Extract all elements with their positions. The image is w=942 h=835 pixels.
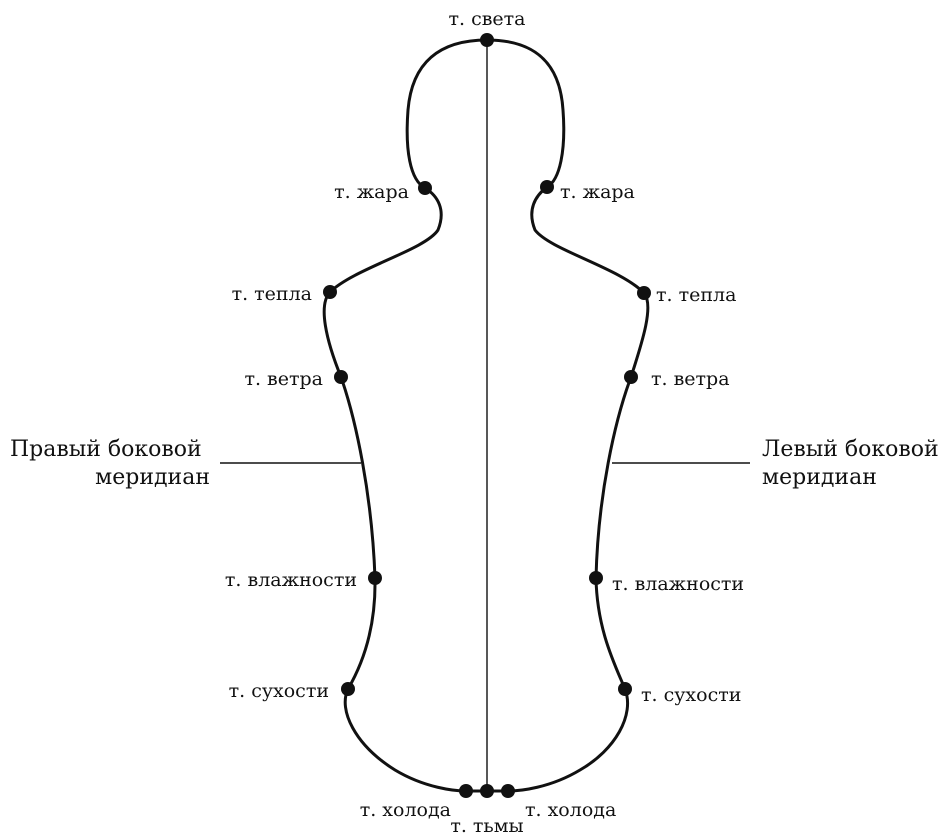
label-dryness-left: т. сухости [229, 680, 329, 702]
point-warmth-right [637, 286, 651, 300]
point-dryness-left [341, 682, 355, 696]
label-warmth-left: т. тепла [232, 283, 312, 305]
label-wind-right: т. ветра [651, 368, 730, 390]
point-heat-left [418, 181, 432, 195]
point-warmth-left [323, 285, 337, 299]
label-dryness-right: т. сухости [641, 684, 741, 706]
label-heat-right: т. жара [560, 181, 635, 203]
label-wind-left: т. ветра [244, 368, 323, 390]
body-outline [324, 40, 648, 791]
right-meridian-label-line2: меридиан [95, 465, 210, 490]
label-darkness: т. тьмы [450, 815, 523, 835]
point-wind-right [624, 370, 638, 384]
right-meridian-label-line1: Правый боковой [10, 437, 202, 462]
label-cold-left: т. холода [360, 799, 451, 821]
label-warmth-right: т. тепла [656, 284, 736, 306]
label-light: т. света [448, 8, 525, 30]
point-humidity-left [368, 571, 382, 585]
point-heat-right [540, 180, 554, 194]
label-heat-left: т. жара [334, 181, 409, 203]
label-humidity-right: т. влажности [612, 573, 744, 595]
label-humidity-left: т. влажности [225, 569, 357, 591]
point-wind-left [334, 370, 348, 384]
point-dryness-right [618, 682, 632, 696]
left-meridian-label-line1: Левый боковой [762, 437, 939, 462]
point-cold-left [459, 784, 473, 798]
point-light [480, 33, 494, 47]
point-darkness [480, 784, 494, 798]
point-cold-right [501, 784, 515, 798]
point-humidity-right [589, 571, 603, 585]
label-cold-right: т. холода [525, 799, 616, 821]
left-meridian-label-line2: меридиан [762, 465, 877, 490]
